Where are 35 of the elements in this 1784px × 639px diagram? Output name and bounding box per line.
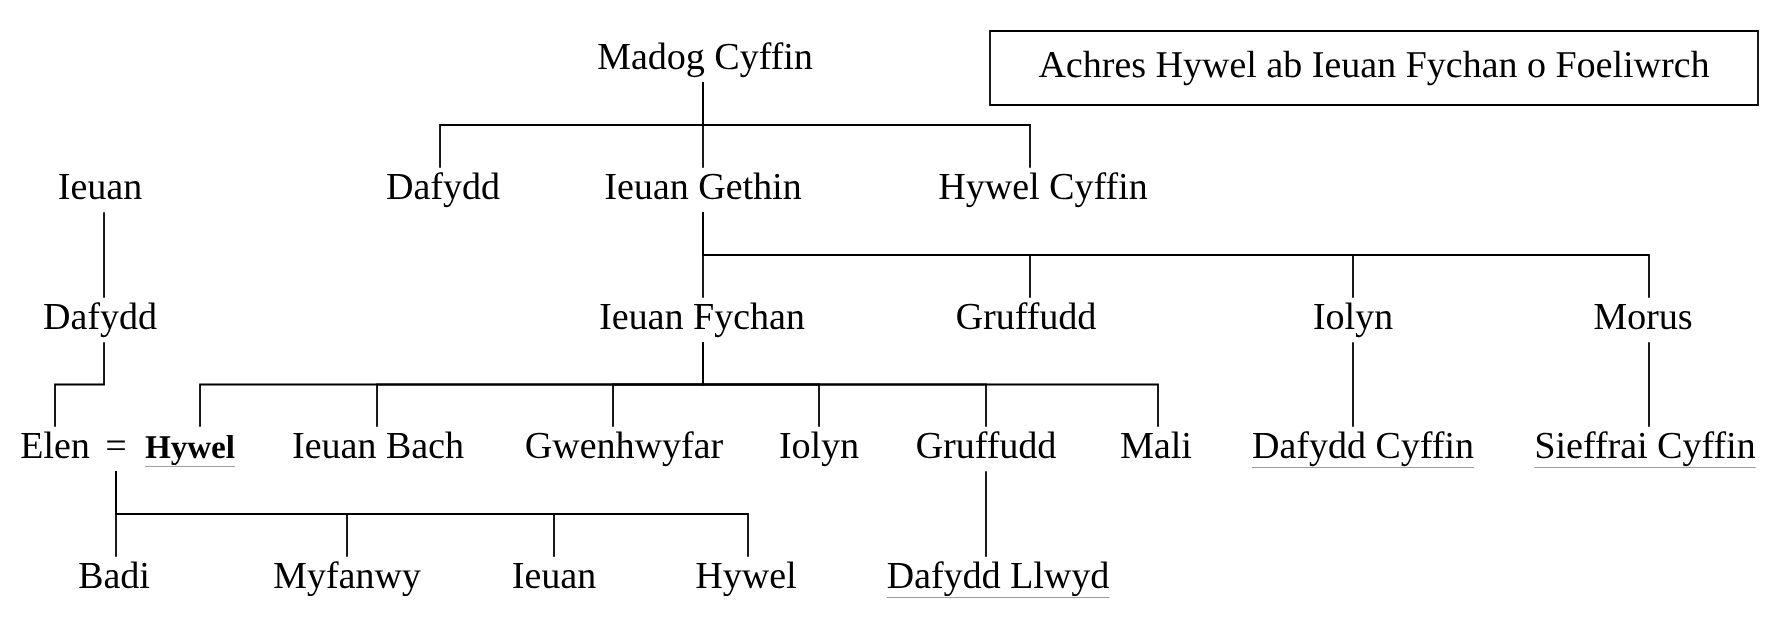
- name-label: Morus: [1594, 304, 1692, 330]
- name-label: Iolyn: [1314, 302, 1393, 338]
- name-label: Myfanwy: [274, 561, 421, 597]
- name-label: Hywel: [144, 435, 236, 467]
- tree-line: [115, 470, 749, 558]
- name-label: Gruffudd: [957, 302, 1096, 330]
- tree-line: [1648, 341, 1650, 428]
- tree-line: [985, 470, 987, 558]
- name-label: Gwenhwyfar: [526, 431, 723, 467]
- name-label: Badi: [79, 561, 150, 589]
- tree-line: [702, 341, 1159, 428]
- name-label: Dafydd Llwyd: [886, 561, 1110, 598]
- name-label: Sieffrai Cyffin: [1534, 431, 1756, 468]
- name-label: Dafydd: [387, 172, 500, 208]
- name-label: Dafydd: [44, 302, 157, 338]
- name-label: Mali: [1121, 431, 1192, 459]
- name-label: Ieuan: [59, 174, 142, 200]
- name-label: Iolyn: [780, 431, 859, 467]
- name-label: Ieuan Bach: [293, 431, 464, 459]
- name-label: Ieuan Gethin: [605, 172, 802, 200]
- name-label: Gruffudd: [917, 431, 1056, 459]
- name-label: Hywel Cyffin: [939, 172, 1148, 208]
- name-label: Elen: [21, 431, 90, 459]
- name-label: Dafydd Cyffin: [1251, 431, 1475, 468]
- tree-line: [702, 81, 1031, 169]
- name-label: Ieuan: [513, 563, 596, 589]
- tree-line: [103, 211, 105, 299]
- title-box: Achres Hywel ab Ieuan Fychan o Foeliwrch: [989, 30, 1759, 106]
- tree-line: [1352, 341, 1354, 428]
- name-label: Madog Cyffin: [598, 42, 813, 78]
- name-label: Ieuan Fychan: [600, 302, 805, 338]
- tree-line: [702, 211, 1650, 299]
- name-label: =: [107, 440, 125, 451]
- name-label: Hywel: [696, 561, 796, 597]
- tree-line: [54, 341, 105, 428]
